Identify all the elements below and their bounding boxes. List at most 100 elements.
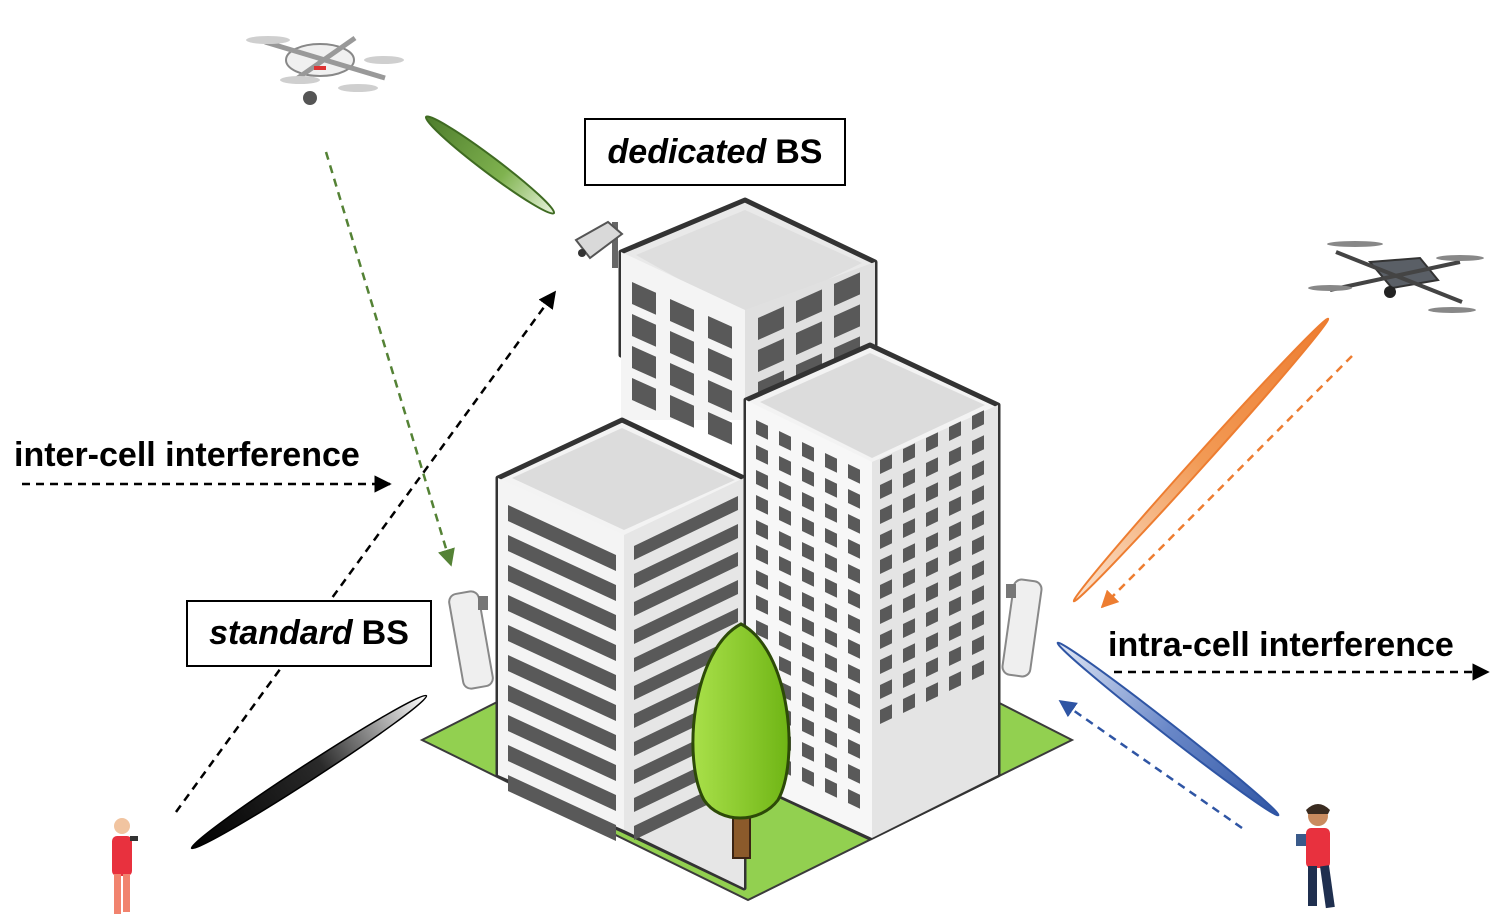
building-window xyxy=(848,789,860,809)
building-window xyxy=(972,535,984,555)
building-window xyxy=(903,493,915,513)
building-window xyxy=(848,589,860,609)
building-window xyxy=(848,514,860,534)
building-window xyxy=(708,348,732,381)
quadcopter-drone-icon xyxy=(246,35,404,105)
building-window xyxy=(949,471,961,491)
building-window xyxy=(880,554,892,574)
standard-bs-antenna-panel-icon xyxy=(448,590,494,690)
building-window xyxy=(802,467,814,487)
building-window-band xyxy=(508,535,616,601)
building-window xyxy=(848,714,860,734)
building-window xyxy=(825,703,837,723)
building-window xyxy=(848,689,860,709)
building-window xyxy=(756,495,768,515)
building-window xyxy=(972,610,984,630)
dedicated-bs-dish-antenna-icon xyxy=(574,220,624,268)
building-window xyxy=(972,635,984,655)
building-window-band xyxy=(634,524,738,588)
building-window xyxy=(903,643,915,663)
building-window xyxy=(972,435,984,455)
building-window xyxy=(802,442,814,462)
building-window xyxy=(802,717,814,737)
building-window xyxy=(848,539,860,559)
building-window xyxy=(802,592,814,612)
building-window xyxy=(903,618,915,638)
building-window xyxy=(779,431,791,451)
building-window xyxy=(949,571,961,591)
building-window xyxy=(802,692,814,712)
building-window xyxy=(802,567,814,587)
building-window xyxy=(802,742,814,762)
building-window xyxy=(903,518,915,538)
building-window xyxy=(779,631,791,651)
building-window xyxy=(903,568,915,588)
user-to-dedicated-bs-arrow xyxy=(174,290,557,813)
building-window xyxy=(972,510,984,530)
building-window xyxy=(825,728,837,748)
building-window xyxy=(756,470,768,490)
building-window xyxy=(802,617,814,637)
building-window-band xyxy=(634,552,738,616)
building-window xyxy=(825,453,837,473)
building-window xyxy=(779,656,791,676)
building-window xyxy=(972,460,984,480)
building-window xyxy=(756,420,768,440)
dedicated-bs-label-emph: dedicated xyxy=(607,132,767,171)
building-window xyxy=(779,556,791,576)
building-window xyxy=(756,595,768,615)
building-window xyxy=(779,606,791,626)
standard-bs-label-rest: BS xyxy=(361,614,409,652)
building-window xyxy=(802,667,814,687)
building-window xyxy=(848,664,860,684)
building-window xyxy=(632,314,656,347)
building-window xyxy=(756,545,768,565)
standard-bs-label-emph: standard xyxy=(209,614,353,652)
building-window xyxy=(926,682,938,702)
building-window xyxy=(972,560,984,580)
building-window xyxy=(848,464,860,484)
building-window xyxy=(949,521,961,541)
interferer-beam-orange xyxy=(1072,317,1330,603)
tree-icon xyxy=(691,622,791,859)
building-window xyxy=(949,446,961,466)
building-window xyxy=(779,506,791,526)
inter-cell-interference-label: inter-cell interference xyxy=(14,436,360,474)
building-window xyxy=(848,639,860,659)
building-window xyxy=(756,445,768,465)
building-window xyxy=(926,632,938,652)
building-window xyxy=(825,753,837,773)
building-window xyxy=(825,603,837,623)
building-window xyxy=(903,593,915,613)
building-window xyxy=(708,316,732,349)
building-window xyxy=(779,531,791,551)
building-window xyxy=(834,304,860,338)
building-window xyxy=(848,564,860,584)
building-window xyxy=(926,482,938,502)
foldable-drone-icon xyxy=(1308,241,1484,313)
building-window xyxy=(632,282,656,315)
building-window xyxy=(926,507,938,527)
building-window xyxy=(926,657,938,677)
building-window xyxy=(972,485,984,505)
building-window xyxy=(802,542,814,562)
building-window xyxy=(972,585,984,605)
building-window xyxy=(834,272,860,306)
building-window xyxy=(880,654,892,674)
building-window xyxy=(825,478,837,498)
building-window xyxy=(903,693,915,713)
interferer-to-bs-arrow xyxy=(1100,355,1353,609)
standard-beam-black xyxy=(190,694,428,850)
building-window xyxy=(949,496,961,516)
building-window xyxy=(802,642,814,662)
building-window xyxy=(903,468,915,488)
building-window xyxy=(825,503,837,523)
building-window xyxy=(670,331,694,364)
building-window-band xyxy=(508,595,616,661)
building-window xyxy=(880,679,892,699)
ground-user-beam-blue xyxy=(1056,641,1280,817)
dedicated-bs-label-rest: BS xyxy=(775,132,823,171)
building-window xyxy=(708,412,732,445)
building-window xyxy=(802,517,814,537)
